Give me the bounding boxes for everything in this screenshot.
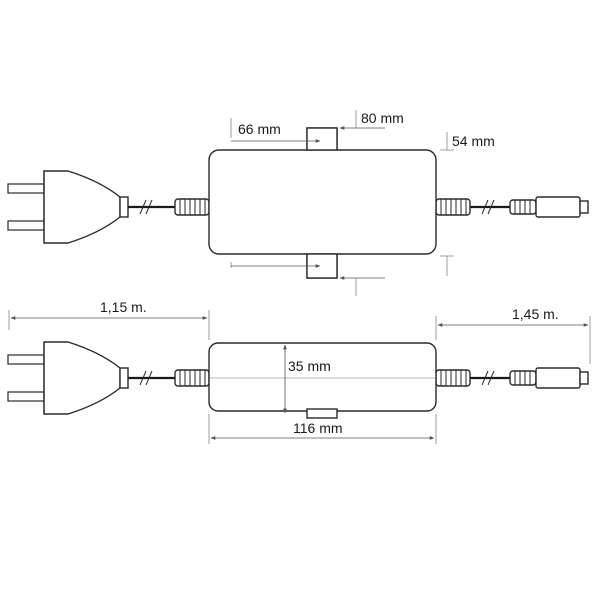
adapter-body-side bbox=[208, 342, 437, 412]
dc-jack-top bbox=[535, 196, 589, 218]
strain-relief-left-top bbox=[174, 198, 210, 216]
strain-relief-right-top bbox=[435, 198, 471, 216]
dimension-1-15m: 1,15 m. bbox=[100, 299, 147, 315]
side-view: 35 mm 116 mm 1,15 m. 1,45 m. bbox=[7, 299, 591, 444]
dimension-66mm: 66 mm bbox=[238, 121, 281, 137]
dimension-54mm: 54 mm bbox=[452, 133, 495, 149]
dimension-80mm: 80 mm bbox=[361, 110, 404, 126]
adapter-body-top bbox=[208, 149, 437, 255]
jack-relief-side bbox=[509, 370, 537, 386]
dimension-1-45m: 1,45 m. bbox=[512, 306, 559, 322]
strain-relief-left-side bbox=[174, 369, 210, 387]
mount-tab-side bbox=[306, 408, 338, 419]
plug-top bbox=[7, 170, 129, 244]
dimension-35mm: 35 mm bbox=[288, 358, 331, 374]
top-view: 66 mm 80 mm 54 mm bbox=[7, 110, 589, 296]
dimension-116mm: 116 mm bbox=[293, 420, 343, 436]
strain-relief-right-side bbox=[435, 369, 471, 387]
dc-jack-side bbox=[535, 367, 589, 389]
plug-side bbox=[7, 341, 129, 415]
jack-relief-top bbox=[509, 199, 537, 215]
